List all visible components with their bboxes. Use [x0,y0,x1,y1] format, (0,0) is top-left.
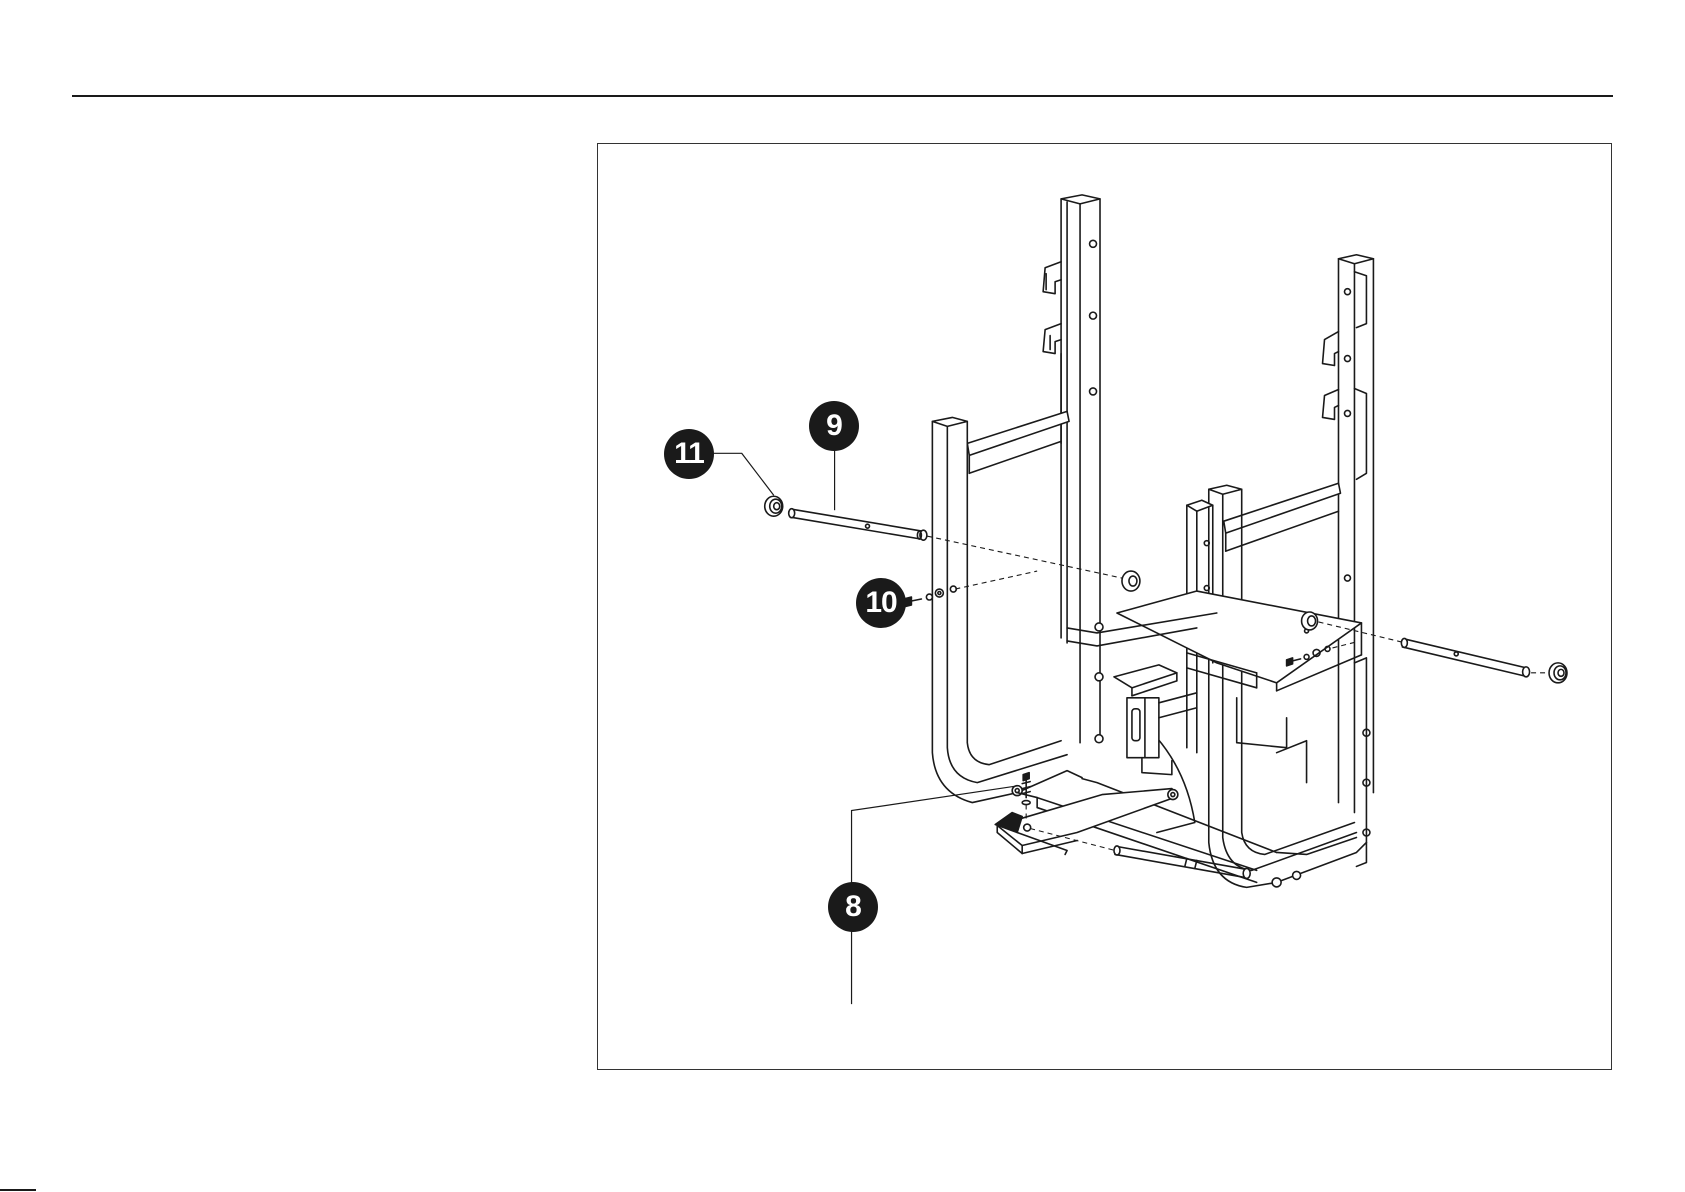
header-rule [72,95,1613,97]
footer-mark [0,1189,36,1191]
bolt-8 [1022,773,1030,805]
spacer-left [1122,571,1140,591]
washer-11-right [1549,663,1567,683]
left-upright [1043,195,1100,743]
pin-9-left [789,509,927,540]
assembly-guide-lines [927,536,1548,850]
base-platform [1114,591,1361,783]
foot-crossbar [995,789,1178,855]
right-upright [1323,255,1374,867]
assembly-figure [597,143,1612,1070]
upper-crossbars [967,411,1340,551]
exploded-view-drawing [598,144,1611,1069]
callout-part-8: 8 [828,882,878,932]
left-front-leg [932,417,1082,802]
fastener-set-10 [903,586,956,607]
callout-part-9: 9 [809,401,859,451]
center-post [1157,500,1213,832]
callout-part-11: 11 [664,429,714,479]
pin-9-right [1401,638,1529,676]
callout-part-10: 10 [856,578,906,628]
washer-11-left [765,496,783,516]
